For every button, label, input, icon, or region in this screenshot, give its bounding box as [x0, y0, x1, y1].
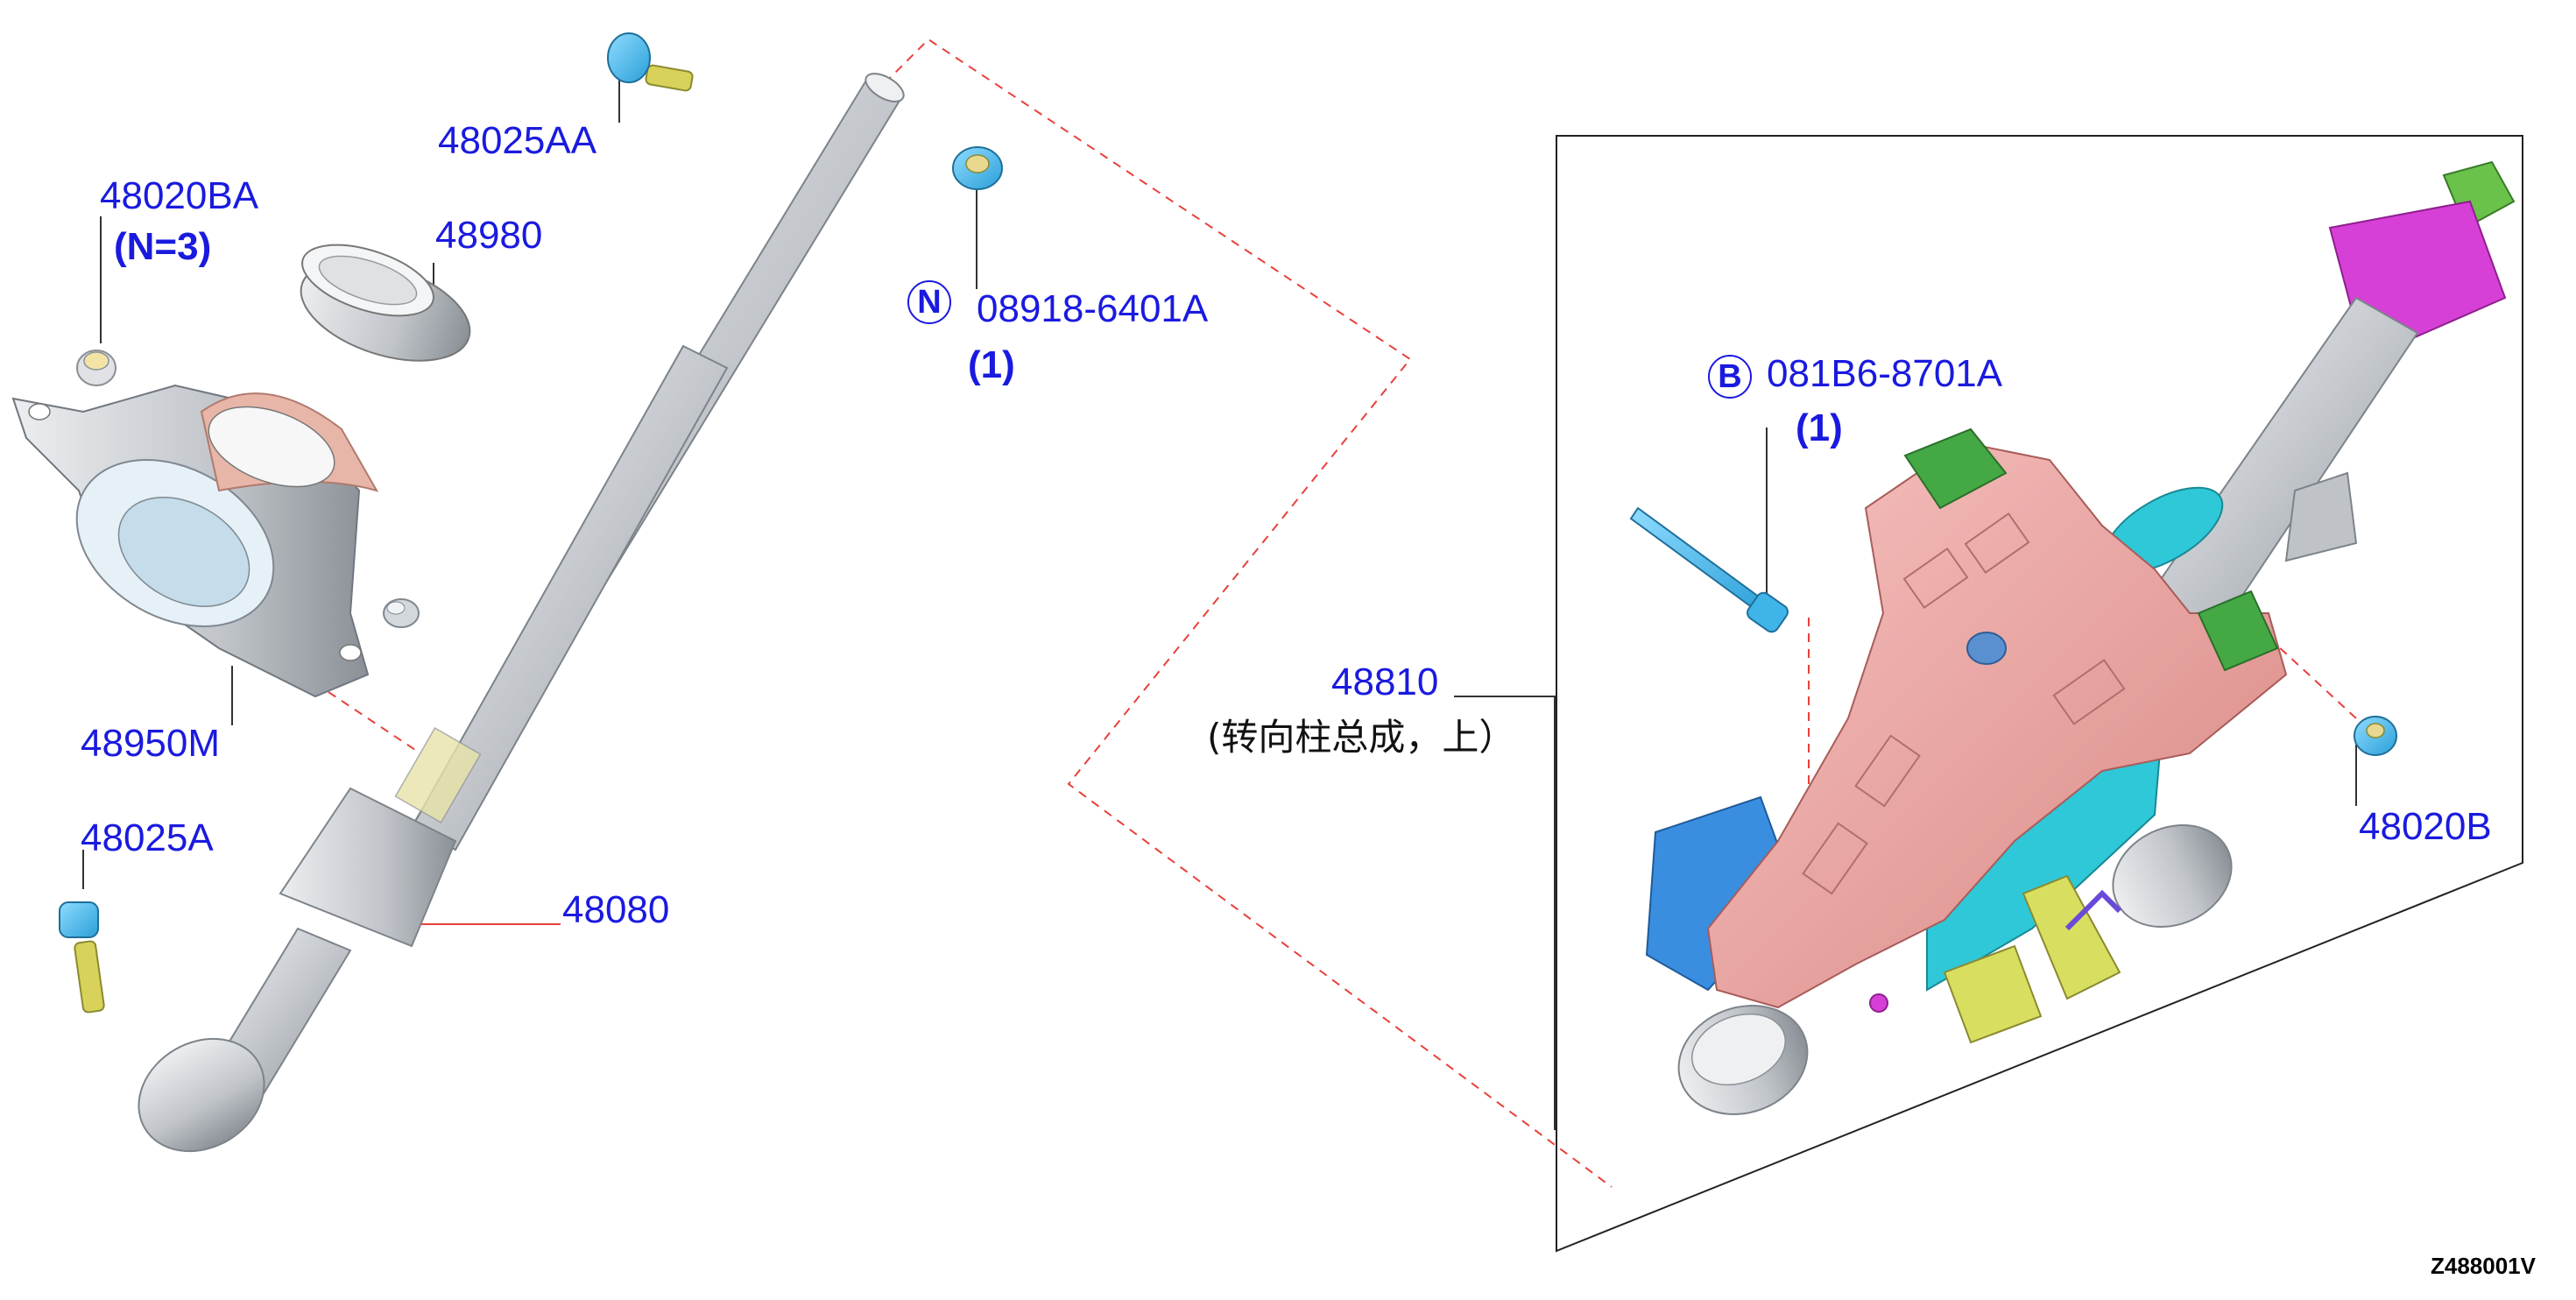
bolt-081B6-8701A [1629, 506, 1789, 633]
n-circle-icon: N [907, 280, 951, 324]
bolt-48025A [59, 901, 105, 1014]
nut-48950M-side [383, 598, 420, 628]
label-48810: 48810 [1331, 661, 1439, 703]
housing-48950M [11, 384, 379, 698]
label-48020B: 48020B [2359, 805, 2492, 848]
nut-08918-6401A [952, 146, 1003, 190]
label-48950M: 48950M [81, 722, 221, 765]
leader-lines [82, 77, 2357, 1130]
assembly-frame [1556, 135, 2523, 1253]
label-081B6-8701A: 081B6-8701A [1767, 352, 2003, 395]
b-circle-icon: B [1708, 355, 1752, 399]
shaft-48080 [138, 73, 905, 1153]
qty-081B6-8701A: (1) [1796, 406, 1843, 449]
qty-08918-6401A: (1) [968, 343, 1015, 386]
label-48020BA: 48020BA [100, 174, 259, 217]
label-48080: 48080 [562, 888, 670, 931]
note-48810: (转向柱总成，上） [1207, 716, 1516, 759]
qty-48020BA: (N=3) [114, 225, 212, 268]
steering-column-48810 [1645, 160, 2516, 1115]
label-08918-6401A: 08918-6401A [977, 287, 1209, 330]
nut-48020BA [76, 350, 116, 386]
ring-48980 [300, 244, 471, 362]
bolt-48025AA [607, 32, 694, 92]
nut-48020B [2354, 716, 2397, 756]
label-48025AA: 48025AA [438, 119, 597, 162]
label-48025A: 48025A [81, 816, 214, 859]
label-48980: 48980 [435, 214, 543, 257]
diagram-code: Z488001V [2431, 1253, 2536, 1279]
